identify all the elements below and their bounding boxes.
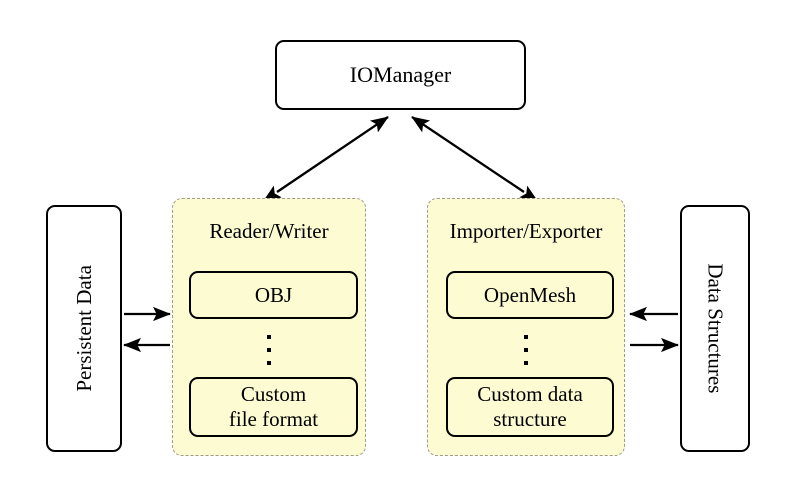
- item-custom-file-format-label: Custom file format: [229, 382, 318, 432]
- item-openmesh-label: OpenMesh: [483, 282, 577, 307]
- reader-writer-ellipsis-icon: [173, 335, 365, 365]
- data-structures-node[interactable]: Data Structures: [680, 205, 750, 452]
- item-custom-data-structure[interactable]: Custom data structure: [446, 377, 614, 437]
- item-custom-data-structure-line2: structure: [493, 407, 567, 431]
- importer-exporter-ellipsis-icon: [428, 335, 624, 365]
- item-custom-file-format[interactable]: Custom file format: [189, 377, 358, 437]
- edge-readerwriter-iomanager: [262, 116, 389, 202]
- persistent-data-node[interactable]: Persistent Data: [46, 205, 122, 452]
- data-structures-label: Data Structures: [703, 263, 728, 394]
- edge-importerexporter-iomanager: [411, 116, 539, 202]
- panel-reader-writer[interactable]: Reader/Writer OBJ Custom file format: [172, 198, 366, 456]
- item-custom-data-structure-line1: Custom data: [477, 382, 583, 407]
- item-obj[interactable]: OBJ: [189, 271, 358, 319]
- panel-importer-exporter[interactable]: Importer/Exporter OpenMesh Custom data s…: [427, 198, 625, 456]
- panel-reader-writer-title: Reader/Writer: [209, 219, 329, 243]
- item-custom-file-format-line1: Custom: [240, 382, 307, 407]
- item-openmesh[interactable]: OpenMesh: [446, 271, 614, 319]
- item-custom-file-format-line2: file format: [228, 407, 319, 431]
- persistent-data-label: Persistent Data: [71, 265, 96, 392]
- panel-importer-exporter-title: Importer/Exporter: [449, 219, 603, 243]
- iomanager-label: IOManager: [349, 62, 452, 88]
- item-custom-data-structure-label: Custom data structure: [477, 382, 583, 432]
- iomanager-node[interactable]: IOManager: [275, 40, 526, 110]
- item-obj-label: OBJ: [254, 282, 293, 307]
